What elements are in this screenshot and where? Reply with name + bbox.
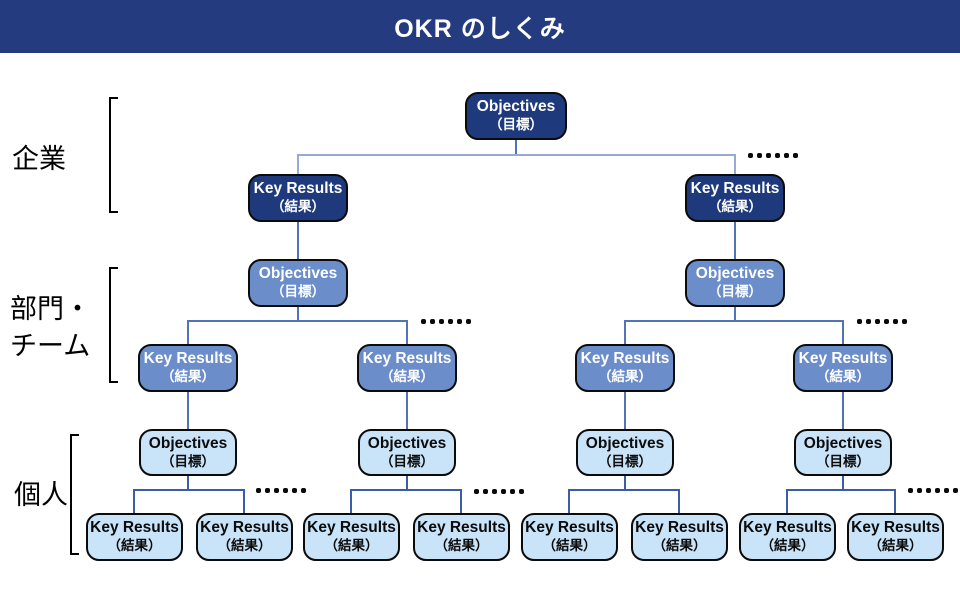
ellipsis-dots-team1 <box>421 318 471 324</box>
node-title: Key Results <box>525 519 614 537</box>
node-title: Key Results <box>580 350 670 368</box>
row-label-company: 企業 <box>12 144 66 174</box>
node-title: Objectives <box>476 98 556 116</box>
bracket-department-team <box>109 267 118 383</box>
node-title: Key Results <box>635 519 724 537</box>
row-label-department-line1: 部門・ <box>10 294 91 324</box>
node-subtitle: （結果） <box>161 369 215 385</box>
node-subtitle: （結果） <box>542 538 597 554</box>
node-subtitle: （結果） <box>271 199 325 215</box>
node-subtitle: （目標） <box>816 453 870 469</box>
node-title: Objectives <box>585 434 665 452</box>
node-title: Objectives <box>148 434 228 452</box>
node-individual1-key-results-2: Key Results （結果） <box>196 513 293 561</box>
node-individual3-key-results-1: Key Results （結果） <box>521 513 618 561</box>
bracket-individual <box>70 434 79 555</box>
node-team1-objectives: Objectives （目標） <box>248 259 348 307</box>
node-individual2-key-results-2: Key Results （結果） <box>413 513 510 561</box>
node-team2-objectives: Objectives （目標） <box>685 259 785 307</box>
node-subtitle: （結果） <box>434 538 489 554</box>
node-subtitle: （結果） <box>652 538 707 554</box>
node-subtitle: （結果） <box>598 369 652 385</box>
node-subtitle: （結果） <box>868 538 923 554</box>
node-individual2-key-results-1: Key Results （結果） <box>303 513 400 561</box>
node-title: Key Results <box>143 350 233 368</box>
node-subtitle: （結果） <box>217 538 272 554</box>
node-subtitle: （結果） <box>324 538 379 554</box>
node-individual4-key-results-1: Key Results （結果） <box>739 513 836 561</box>
node-individual4-key-results-2: Key Results （結果） <box>847 513 944 561</box>
node-title: Key Results <box>200 519 289 537</box>
bracket-company <box>109 97 118 213</box>
node-title: Objectives <box>695 265 775 283</box>
node-title: Key Results <box>690 180 780 198</box>
node-title: Key Results <box>798 350 888 368</box>
node-company-key-results-1: Key Results （結果） <box>248 174 348 222</box>
title-bar: OKR のしくみ <box>0 0 960 53</box>
node-individual3-objectives: Objectives （目標） <box>576 429 674 476</box>
node-title: Objectives <box>803 434 883 452</box>
node-title: Key Results <box>307 519 396 537</box>
ellipsis-dots-individual4 <box>908 487 958 493</box>
node-team1-key-results-1: Key Results （結果） <box>138 344 238 392</box>
node-subtitle: （結果） <box>380 369 434 385</box>
node-subtitle: （目標） <box>161 453 215 469</box>
node-title: Objectives <box>367 434 447 452</box>
node-company-objectives: Objectives （目標） <box>465 92 567 140</box>
node-subtitle: （結果） <box>708 199 762 215</box>
node-individual3-key-results-2: Key Results （結果） <box>631 513 728 561</box>
node-team2-key-results-2: Key Results （結果） <box>793 344 893 392</box>
node-team1-key-results-2: Key Results （結果） <box>357 344 457 392</box>
node-title: Key Results <box>417 519 506 537</box>
row-label-individual: 個人 <box>14 480 68 510</box>
node-subtitle: （結果） <box>107 538 162 554</box>
node-subtitle: （目標） <box>489 117 543 133</box>
node-team2-key-results-1: Key Results （結果） <box>575 344 675 392</box>
node-subtitle: （目標） <box>380 453 434 469</box>
node-title: Key Results <box>90 519 179 537</box>
node-individual4-objectives: Objectives （目標） <box>794 429 892 476</box>
row-label-department-team: 部門・ チーム <box>10 291 91 365</box>
page-title: OKR のしくみ <box>394 14 566 43</box>
ellipsis-dots-company <box>748 152 798 158</box>
node-subtitle: （目標） <box>271 284 325 300</box>
ellipsis-dots-individual1 <box>256 487 306 493</box>
node-title: Key Results <box>851 519 940 537</box>
node-company-key-results-2: Key Results （結果） <box>685 174 785 222</box>
node-title: Key Results <box>362 350 452 368</box>
node-title: Key Results <box>743 519 832 537</box>
row-label-department-line2: チーム <box>10 331 91 361</box>
node-subtitle: （目標） <box>708 284 762 300</box>
node-individual1-objectives: Objectives （目標） <box>139 429 237 476</box>
node-subtitle: （結果） <box>760 538 815 554</box>
node-individual2-objectives: Objectives （目標） <box>358 429 456 476</box>
node-subtitle: （目標） <box>598 453 652 469</box>
node-individual1-key-results-1: Key Results （結果） <box>86 513 183 561</box>
node-subtitle: （結果） <box>816 369 870 385</box>
node-title: Objectives <box>258 265 338 283</box>
ellipsis-dots-individual2 <box>474 488 524 494</box>
ellipsis-dots-team2 <box>857 318 907 324</box>
node-title: Key Results <box>253 180 343 198</box>
